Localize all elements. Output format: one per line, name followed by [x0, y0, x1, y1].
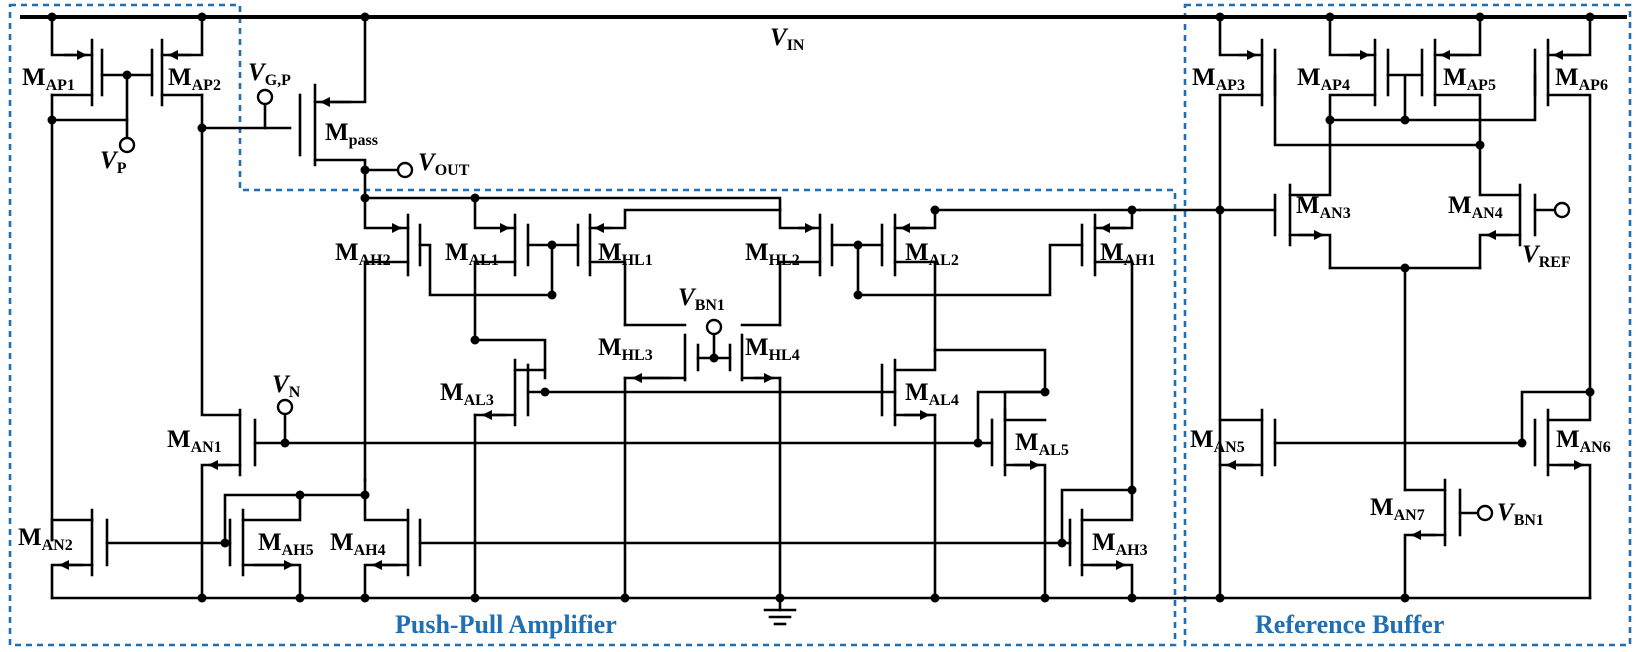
transistor-mhl1: [576, 208, 782, 327]
mhl2-mal2-gate: [830, 243, 884, 297]
label-mhl3: MHL3: [598, 334, 653, 364]
transistor-mal2: [880, 208, 937, 352]
label-vref: VREF: [1522, 241, 1571, 271]
transistor-map5: [1420, 15, 1482, 147]
vout-pin: [396, 161, 414, 179]
vp-pin: [118, 136, 136, 154]
label-mal4: MAL4: [905, 379, 959, 409]
label-map5: MAP5: [1443, 64, 1496, 94]
label-map2: MAP2: [168, 64, 221, 94]
label-vout: VOUT: [418, 149, 470, 179]
transistor-mpass: [298, 15, 367, 200]
label-vp: VP: [100, 147, 127, 177]
label-vbn1-top: VBN1: [678, 284, 725, 314]
label-man3: MAN3: [1296, 192, 1351, 222]
label-vn: VN: [272, 371, 301, 401]
vout-bus: [363, 196, 782, 212]
transistor-map3: [1218, 15, 1277, 600]
vin-label: VIN: [770, 24, 805, 54]
label-mhl2: MHL2: [745, 239, 800, 269]
transistor-mah3: [1060, 488, 1134, 600]
transistor-mal5: [976, 390, 1047, 600]
transistor-mal3: [473, 338, 547, 600]
mal1-mhl1-gate: [526, 243, 580, 297]
label-mal3: MAL3: [440, 379, 494, 409]
label-mah5: MAH5: [258, 529, 314, 559]
vbn1-right-pin: [1476, 504, 1494, 522]
label-map4: MAP4: [1297, 64, 1350, 94]
transistor-map1: [50, 15, 104, 107]
transistor-man4: [1478, 143, 1557, 270]
junction-dots: [47, 12, 1595, 603]
transistor-mah4: [363, 478, 422, 600]
label-mah3: MAH3: [1092, 529, 1148, 559]
map-gate-wire: [100, 73, 154, 140]
transistor-map4: [1328, 15, 1390, 122]
transistor-man1: [200, 126, 257, 600]
vref-pin: [1553, 201, 1571, 219]
transistor-map6: [1533, 15, 1592, 394]
transistor-mah2: [363, 196, 422, 482]
reference-buffer-section-box: [1183, 3, 1632, 647]
transistor-man3: [1218, 118, 1332, 270]
label-mhl1: MHL1: [598, 239, 653, 269]
label-man4: MAN4: [1448, 192, 1503, 222]
label-mal2: MAL2: [905, 239, 959, 269]
map1-drain-wire: [50, 93, 129, 122]
transistor-mhl4: [728, 323, 782, 383]
label-man2: MAN2: [18, 524, 73, 554]
label-mhl4: MHL4: [745, 334, 800, 364]
label-man7: MAN7: [1370, 494, 1425, 524]
vgp-pin: [256, 88, 274, 106]
transistor-mah1: [860, 208, 1134, 492]
label-man5: MAN5: [1190, 426, 1245, 456]
label-map1: MAP1: [22, 64, 75, 94]
label-mal5: MAL5: [1015, 429, 1069, 459]
label-mah4: MAH4: [330, 529, 386, 559]
label-mah1: MAH1: [1100, 239, 1156, 269]
label-mal1: MAL1: [445, 239, 499, 269]
vbn1-top-pin: [705, 318, 723, 336]
reference-buffer-label: Reference Buffer: [1255, 610, 1444, 639]
label-map3: MAP3: [1192, 64, 1245, 94]
transistor-man6: [1520, 390, 1592, 600]
transistor-mah5: [223, 493, 302, 600]
transistor-map2: [150, 15, 204, 107]
label-map6: MAP6: [1555, 64, 1608, 94]
transistor-man2: [50, 508, 109, 600]
transistor-man7: [1403, 478, 1480, 600]
label-vbn1-right: VBN1: [1497, 499, 1544, 529]
push-pull-section-box: [8, 3, 1177, 647]
label-mah2: MAH2: [335, 239, 391, 269]
transistor-mal4: [880, 348, 937, 600]
label-mpass: Mpass: [325, 119, 378, 149]
vn-pin: [276, 398, 294, 416]
label-vgp: VG,P: [248, 59, 291, 89]
transistor-mal1: [473, 196, 530, 342]
label-man6: MAN6: [1556, 426, 1611, 456]
label-man1: MAN1: [167, 426, 222, 456]
push-pull-amplifier-label: Push-Pull Amplifier: [395, 610, 617, 639]
